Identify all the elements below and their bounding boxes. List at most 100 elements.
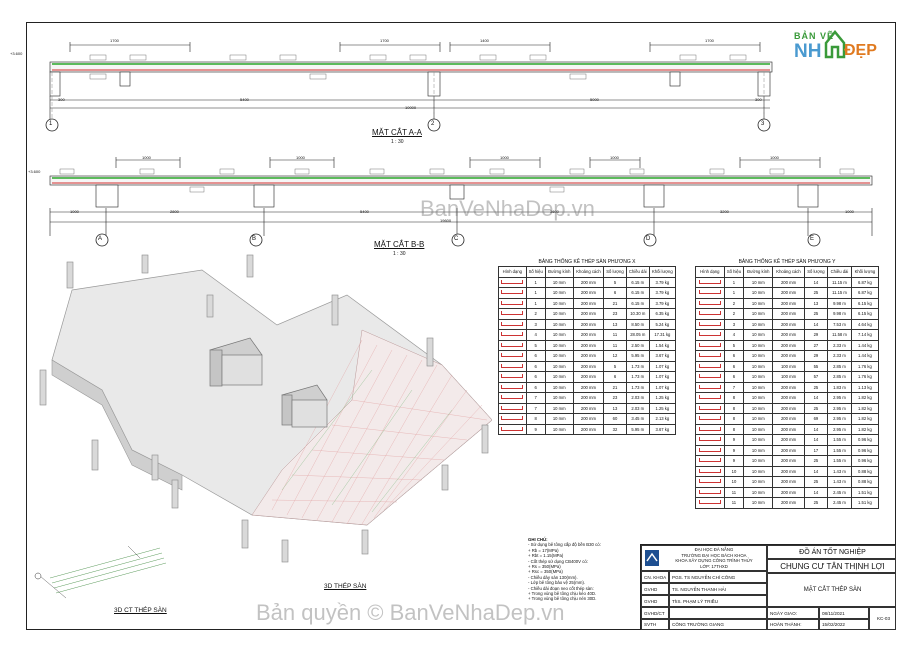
rebar-shape-icon [698,458,721,463]
table-cell: 8 [723,402,745,414]
section-b-scale: 1 : 30 [393,251,406,257]
level-a: +3.600 [10,51,23,56]
rebar-shape-icon [501,363,524,368]
rebar-shape-cell [498,413,527,425]
table-cell: 0.96 kg [850,455,880,467]
dim-b-7: 2800 [170,209,179,214]
table-cell: 10.30 m [625,308,650,320]
table-cell: 100 mm [772,371,805,383]
rebar-shape-cell [695,371,725,383]
section-a-title: MẶT CẮT A-A [372,128,422,137]
table-cell: 1.25 kg [648,392,677,404]
rebar-shape-icon [698,500,721,505]
table-cell: 1.82 kg [850,413,880,425]
table-cell: 14 [803,318,829,330]
table-cell: 2.03 m [625,402,650,414]
rebar-shape-icon [698,300,721,305]
rebar-shape-cell [498,350,527,362]
sheet-title: MẶT CẮT THÉP SÀN [767,573,896,607]
table-cell: 25 [803,381,829,393]
table-cell: 10 mm [743,297,774,309]
table-cell: 1.55 m [827,434,852,446]
table-cell: 1 [525,276,546,288]
rebar-shape-icon [501,416,524,421]
project-name: CHUNG CƯ TÂN THỊNH LỢI [767,559,896,573]
rebar-shape-icon [698,405,721,410]
rebar-shape-icon [698,363,721,368]
table-cell: 1.43 m [827,476,852,488]
table-cell: 0.88 kg [850,476,880,488]
dim-a-total: 10000 [405,105,417,110]
table-cell: 2 [723,297,745,309]
date-given-label: NGÀY GIAO: [767,607,819,619]
rebar-shape-cell [695,350,725,362]
table-cell: 11 [603,339,627,351]
table-cell: 1.76 kg [850,360,880,372]
table-cell: 1.13 kg [850,381,880,393]
table-cell: 6 [603,371,627,383]
table-cell: 1.55 m [827,455,852,467]
table-cell: 200 mm [572,339,605,351]
table-cell: 200 mm [572,276,605,288]
table-cell: 10 mm [743,434,774,446]
table-cell: 29 [803,350,829,362]
table-cell: 11.15 m [827,287,852,299]
table-cell: 6 [525,381,546,393]
section-b-title: MẶT CẮT B-B [374,240,425,249]
dim-b-total: 19600 [440,218,452,223]
table-cell: 69 [803,413,829,425]
table-cell: 12 [603,350,627,362]
table-cell: 2.33 m [827,339,852,351]
rebar-shape-cell [695,465,725,477]
schedule-y-table: BẢNG THỐNG KÊ THÉP SÀN PHƯƠNG Y Hình dạn… [695,259,880,509]
table-cell: 200 mm [572,308,605,320]
table-cell: 200 mm [772,339,805,351]
table-cell: 11 [723,486,745,498]
table-cell: 14 [803,392,829,404]
table-cell: 28.05 m [625,329,650,341]
rebar-shape-cell [498,339,527,351]
slab-a [49,61,773,73]
table-cell: 10 mm [743,455,774,467]
rebar-shape-cell [695,402,725,414]
axis-b-d: D [646,236,651,242]
table-cell: 7 [525,402,546,414]
dim-a-2: 1700 [380,38,389,43]
table-cell: 10 mm [743,360,774,372]
column-header: Đường kính [544,266,574,278]
table-cell: 57 [803,371,829,383]
table-cell: 10 mm [743,423,774,435]
column-header: Khoảng cách [772,266,805,278]
name-cell: ThS. PHẠM LÝ TRIỀU [669,595,767,607]
note-line: + Rbt = 1.15(MPa) [528,553,564,559]
rebar-shape-icon [501,321,524,326]
table-cell: 200 mm [772,434,805,446]
rebar-shape-cell [695,297,725,309]
table-cell: 5 [603,276,627,288]
table-cell: 2.85 m [827,371,852,383]
table-cell: 10 mm [743,381,774,393]
table-cell: 2.13 kg [648,413,677,425]
table-cell: 200 mm [572,297,605,309]
table-cell: 25 [803,402,829,414]
logo-mark-a: NH [794,41,822,62]
dim-b-1: 1000 [142,155,151,160]
axis-b-a: A [98,236,103,242]
section-b-drawing [49,157,873,247]
sheet-number: KC-03 [869,607,896,630]
note-line: - Chiều dày sàn 130(mm). [528,574,578,580]
table-cell: 200 mm [772,423,805,435]
dim-b-10: 3200 [720,209,729,214]
rebar-shape-cell [498,287,527,299]
rebar-shape-icon [501,384,524,389]
table-cell: 6.87 kg [850,287,880,299]
